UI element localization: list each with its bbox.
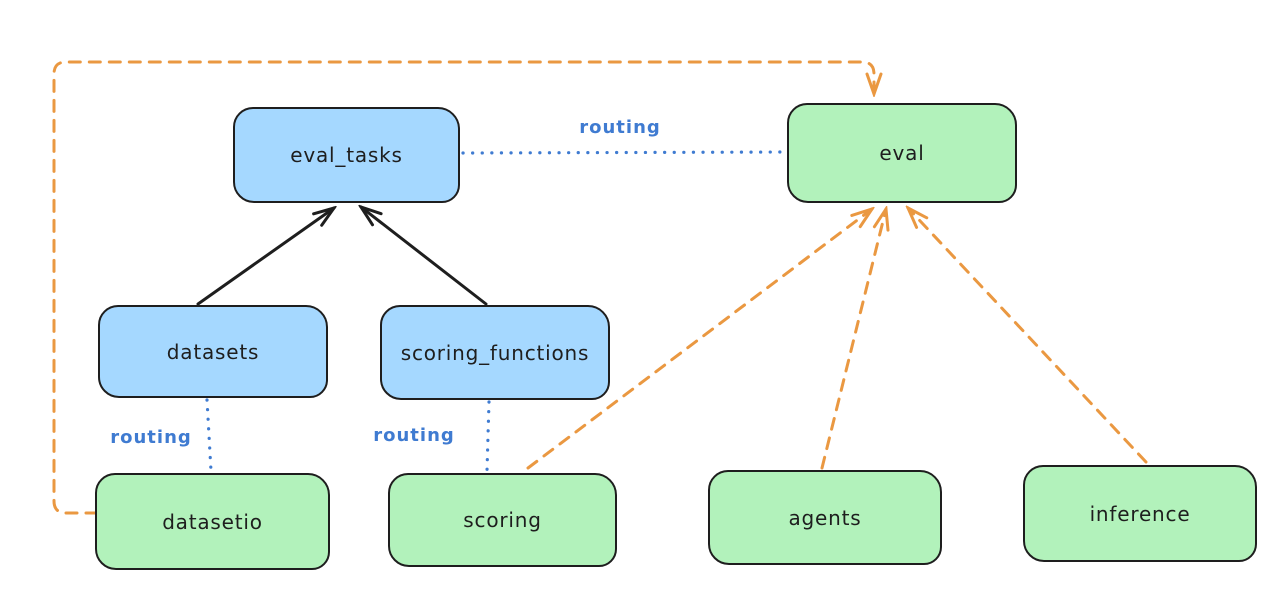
node-datasetio: datasetio <box>95 473 330 570</box>
edge-datasets-to-datasetio-routing <box>205 398 213 473</box>
node-eval: eval <box>787 103 1017 203</box>
edge-label-routing-scoring_functions-scoring: routing <box>373 425 455 446</box>
node-agents: agents <box>708 470 942 565</box>
edge-scoring-to-eval <box>526 209 872 470</box>
edge-scoring_functions-to-scoring-routing <box>485 400 491 473</box>
edge-eval_tasks-to-eval-routing <box>461 150 787 155</box>
node-inference: inference <box>1023 465 1257 562</box>
node-eval_tasks: eval_tasks <box>233 107 460 203</box>
node-eval-label: eval <box>879 141 925 165</box>
edge-scoring_functions-to-eval_tasks <box>361 207 488 306</box>
node-eval_tasks-label: eval_tasks <box>290 143 403 167</box>
node-scoring: scoring <box>388 473 617 567</box>
edge-label-routing-eval_tasks-eval: routing <box>579 117 661 138</box>
node-scoring-label: scoring <box>463 508 542 532</box>
edge-datasetio-to-eval <box>52 60 874 515</box>
node-datasetio-label: datasetio <box>162 509 263 534</box>
node-agents-label: agents <box>788 505 862 530</box>
node-datasets: datasets <box>98 305 328 398</box>
edge-agents-to-eval <box>820 209 886 470</box>
node-datasets-label: datasets <box>166 339 260 364</box>
edge-label-routing-datasets-datasetio: routing <box>110 427 192 448</box>
node-scoring_functions: scoring_functions <box>380 305 610 400</box>
edge-inference-to-eval <box>908 208 1148 464</box>
edge-datasets-to-eval_tasks <box>196 208 334 306</box>
node-inference-label: inference <box>1089 501 1191 526</box>
node-scoring_functions-label: scoring_functions <box>400 340 590 365</box>
